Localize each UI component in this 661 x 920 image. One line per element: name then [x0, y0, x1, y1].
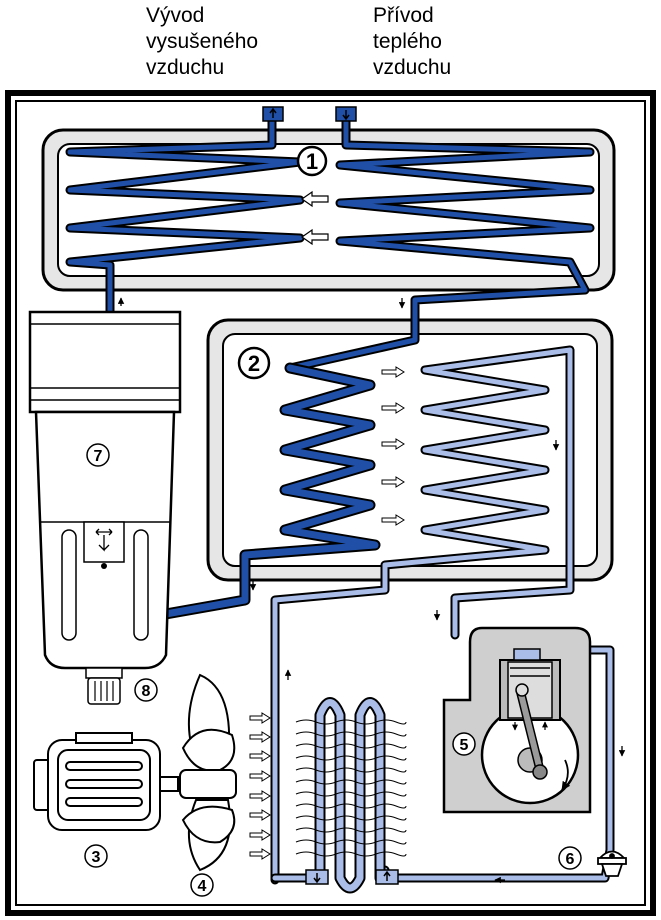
drain: [85, 667, 123, 705]
badge-7: 7: [86, 443, 110, 467]
badge-5: 5: [452, 732, 476, 756]
badge-4: 4: [190, 873, 214, 897]
svg-text:5: 5: [460, 737, 469, 754]
flow-direction-arrows: [117, 297, 626, 884]
outlet-arrow-icon: [269, 107, 277, 118]
svg-text:2: 2: [248, 351, 260, 376]
svg-text:6: 6: [566, 851, 575, 868]
inlet-label-line2: teplého: [373, 30, 442, 53]
outlet-label-line2: vysušeného: [146, 30, 259, 53]
inlet-label-line3: vzduchu: [373, 56, 452, 79]
fan: [179, 673, 237, 872]
inlet-label: Přívod teplého vzduchu: [373, 3, 451, 81]
outlet-label-line1: Vývod: [146, 4, 205, 27]
badge-2: 2: [237, 346, 271, 380]
badge-3: 3: [84, 844, 108, 868]
condenser-right-arrow-icon: [383, 870, 391, 881]
coil-2-light: [272, 347, 573, 883]
component-badges: 1 2 3 4 5 6 7 8: [84, 145, 582, 897]
condenser-fins: [295, 719, 407, 857]
svg-text:7: 7: [94, 448, 103, 465]
inlet-label-line1: Přívod: [373, 4, 434, 27]
svg-text:4: 4: [198, 878, 207, 895]
fan-air-arrows: [249, 712, 271, 860]
inlet-arrow-icon: [342, 110, 350, 121]
outlet-label: Vývod vysušeného vzduchu: [146, 3, 258, 81]
svg-text:8: 8: [142, 683, 151, 700]
compressor: [442, 626, 592, 814]
badge-8: 8: [134, 678, 158, 702]
svg-text:3: 3: [92, 849, 101, 866]
exchanger-1-flow-arrows: [300, 190, 329, 246]
exchanger-2-inner: [222, 333, 598, 567]
exchanger-2-flow-arrows: [381, 366, 405, 526]
coil-2-dark: [156, 364, 379, 619]
badge-6: 6: [558, 846, 582, 870]
expansion-valve: [597, 850, 627, 877]
condenser-coil: [316, 699, 384, 892]
fan-motor: [33, 732, 179, 831]
badge-1: 1: [296, 145, 328, 177]
condenser-left-arrow-icon: [313, 873, 321, 884]
svg-text:1: 1: [306, 149, 318, 174]
outlet-label-line3: vzduchu: [146, 56, 225, 79]
separator: [28, 310, 182, 670]
coil-1-left: [67, 115, 303, 315]
inner-frame: [15, 100, 646, 906]
coil-1-right: [287, 115, 593, 371]
